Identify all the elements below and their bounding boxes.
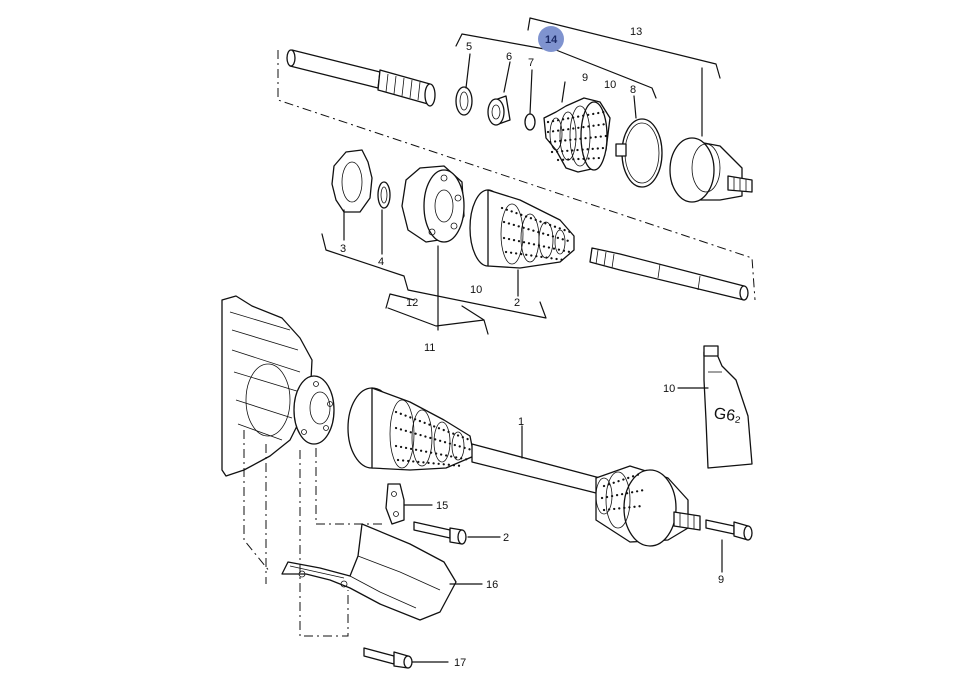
thrust-ring-7	[524, 113, 536, 131]
grease-tube-label: G6₂	[713, 405, 743, 426]
installed-inner-joint	[347, 387, 475, 471]
clamp-8	[615, 118, 663, 188]
callout-4: 4	[378, 256, 384, 268]
gasket-3	[331, 149, 373, 213]
callout-2-upper: 2	[514, 297, 520, 309]
bolt-2	[413, 521, 467, 545]
boot-with-flange-2	[469, 189, 575, 269]
callout-9-upper: 9	[582, 72, 588, 84]
callout-14: 14	[545, 34, 558, 46]
protective-boot-9	[543, 97, 611, 173]
installed-outer-joint	[595, 465, 701, 547]
callout-2-lower: 2	[503, 532, 509, 544]
dished-washer-6	[487, 95, 511, 126]
callout-1: 1	[518, 416, 524, 428]
drive-shaft-upper	[589, 247, 749, 301]
callout-9-lower: 9	[718, 574, 724, 586]
callout-labels: 14 13 5 6 7 9 10 8 3 4 10 2 12 11 10 1 1…	[340, 26, 724, 669]
bolt-17	[363, 647, 413, 669]
callout-10-lower: 10	[663, 383, 675, 395]
callout-7: 7	[528, 57, 534, 69]
circlip-5	[455, 86, 473, 116]
callout-11: 11	[424, 342, 435, 354]
callout-10-middle: 10	[470, 284, 482, 296]
gearbox-flange	[293, 375, 335, 445]
callout-12: 12	[406, 297, 418, 309]
callout-15: 15	[436, 500, 448, 512]
inner-joint-12	[401, 165, 465, 243]
callout-16: 16	[486, 579, 498, 591]
callout-5: 5	[466, 41, 472, 53]
drive-shaft-1	[471, 443, 601, 495]
callout-17: 17	[454, 657, 466, 669]
callout-14-highlight	[538, 26, 564, 52]
assembly-envelope	[277, 50, 756, 301]
callout-10-upper: 10	[604, 79, 616, 91]
inner-shaft-stub	[286, 49, 436, 107]
circlip-4	[377, 181, 391, 209]
leader-lines	[321, 17, 723, 663]
callout-6: 6	[506, 51, 512, 63]
grease-tube-10: G6₂	[703, 345, 753, 469]
assembly-dash-lower	[243, 430, 386, 637]
gearbox-housing	[221, 295, 313, 477]
outer-joint-13	[669, 137, 753, 203]
callout-13: 13	[630, 26, 642, 38]
plate-15	[385, 483, 405, 525]
heat-shield-16	[281, 523, 457, 621]
callout-3: 3	[340, 243, 346, 255]
callout-8: 8	[630, 84, 636, 96]
bolt-9	[705, 519, 753, 541]
